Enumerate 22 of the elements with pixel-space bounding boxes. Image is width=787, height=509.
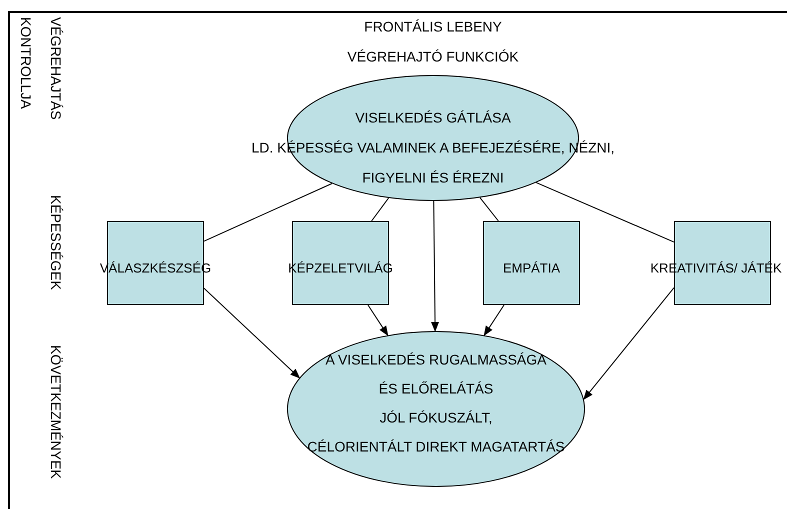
section-label: VÉGREHAJTÁS	[47, 17, 64, 120]
connector-line	[371, 198, 390, 222]
node-text: ÉS ELŐRELÁTÁS	[378, 380, 494, 398]
arrow	[431, 200, 440, 332]
arrow	[583, 287, 674, 400]
node-text: JÓL FÓKUSZÁLT,	[380, 410, 492, 426]
node-text: CÉLORIENTÁLT DIREKT MAGATARTÁS	[307, 438, 565, 456]
node-text: VISELKEDÉS GÁTLÁSA	[355, 110, 511, 126]
arrow	[367, 304, 388, 336]
heading-text: FRONTÁLIS LEBENY	[364, 18, 502, 36]
arrow	[204, 288, 300, 379]
section-label: KÖVETKEZMÉNYEK	[47, 345, 64, 479]
arrow	[484, 304, 505, 336]
connector-line	[536, 182, 674, 243]
node-text: EMPÁTIA	[502, 260, 560, 276]
connector-line	[480, 197, 499, 222]
connector-line	[204, 183, 332, 242]
heading-text: VÉGREHAJTÓ FUNKCIÓK	[347, 48, 519, 66]
section-label: KÉPESSÉGEK	[47, 195, 64, 290]
section-label: KONTROLLJA	[17, 17, 34, 109]
node-text: A VISELKEDÉS RUGALMASSÁGA	[326, 352, 546, 368]
node-text: FIGYELNI ÉS ÉREZNI	[362, 170, 504, 186]
